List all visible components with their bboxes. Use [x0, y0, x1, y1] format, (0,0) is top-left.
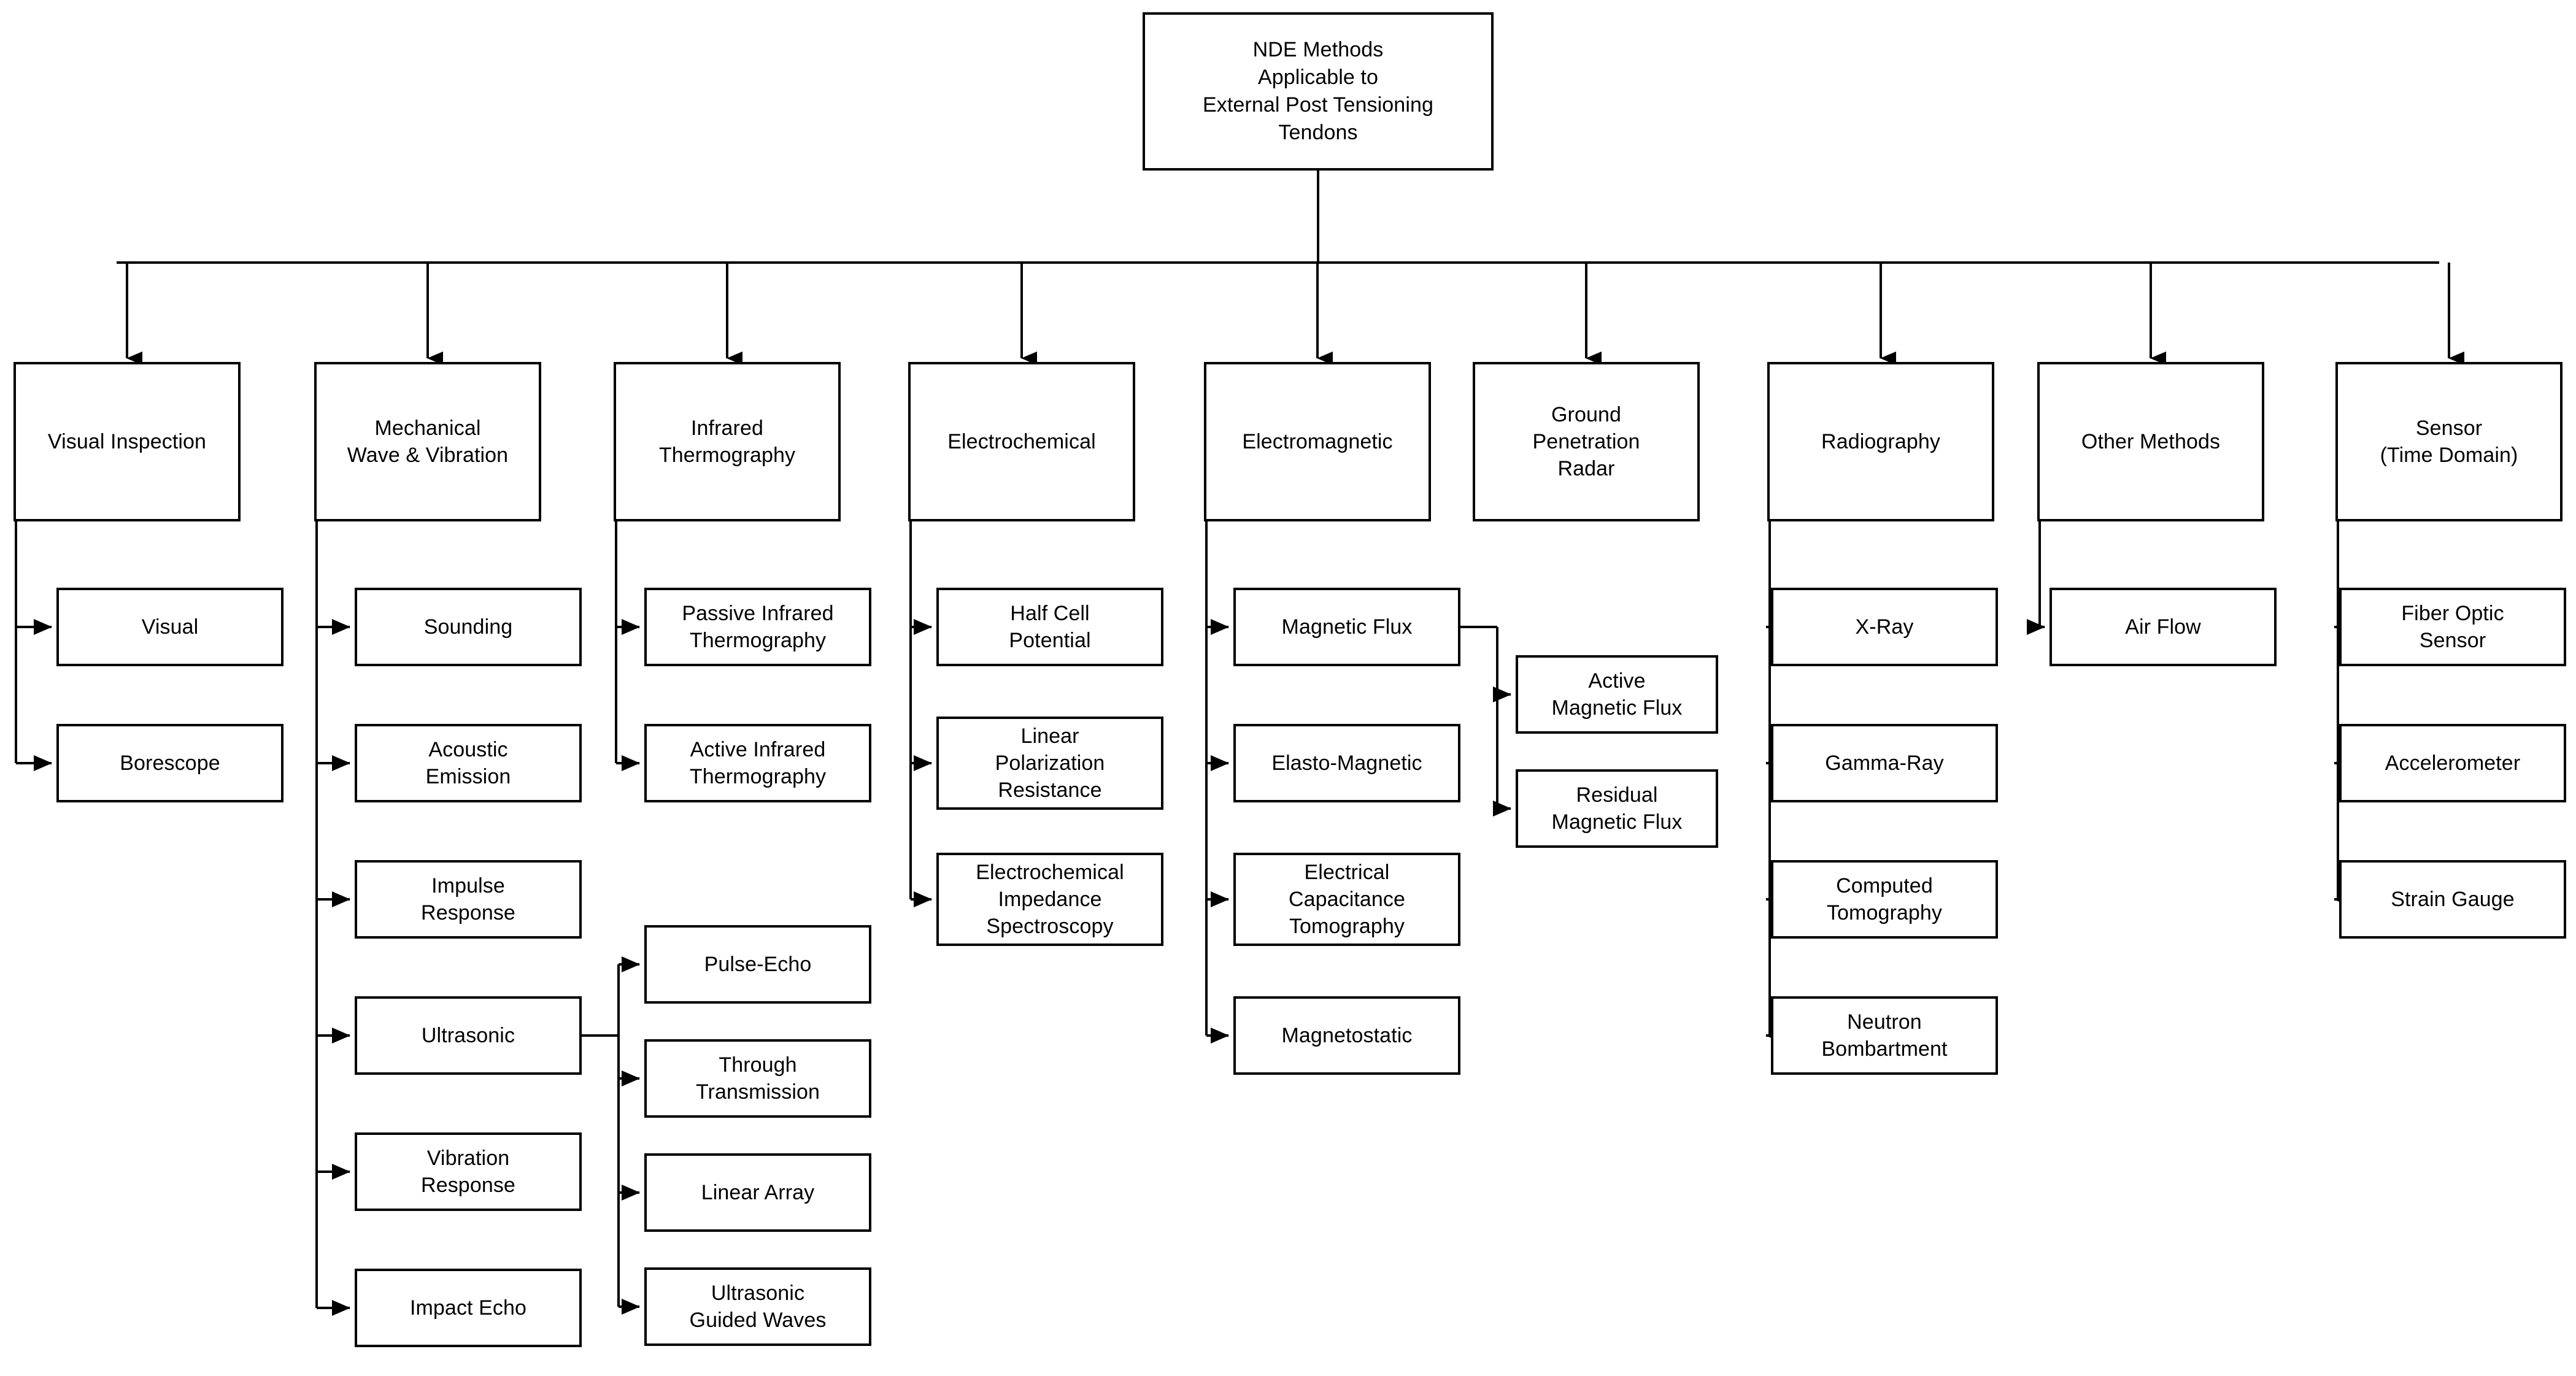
- node-fiber-optic-sensor[interactable]: Fiber Optic Sensor: [2339, 588, 2566, 666]
- node-label-infrared-thermography: Infrared Thermography: [658, 416, 796, 467]
- node-neutron-bombartment[interactable]: Neutron Bombartment: [1771, 996, 1998, 1075]
- node-label-strain-gauge: Strain Gauge: [2391, 887, 2515, 911]
- node-label-electromagnetic: Electromagnetic: [1242, 429, 1393, 453]
- node-strain-gauge[interactable]: Strain Gauge: [2339, 860, 2566, 939]
- node-active-infrared-thermography[interactable]: Active Infrared Thermography: [644, 724, 871, 802]
- node-label-vibration-response: Vibration Response: [421, 1146, 515, 1197]
- node-linear-array[interactable]: Linear Array: [644, 1153, 871, 1232]
- node-label-borescope: Borescope: [120, 751, 220, 775]
- node-residual-magnetic-flux[interactable]: Residual Magnetic Flux: [1516, 769, 1718, 848]
- node-visual-inspection[interactable]: Visual Inspection: [13, 362, 241, 521]
- node-impulse-response[interactable]: Impulse Response: [355, 860, 582, 939]
- node-label-active-magnetic-flux: Active Magnetic Flux: [1551, 669, 1683, 720]
- node-label-electrochemical: Electrochemical: [947, 429, 1096, 453]
- node-label-ultrasonic: Ultrasonic: [421, 1023, 515, 1047]
- node-electrochemical[interactable]: Electrochemical: [908, 362, 1135, 521]
- node-label-passive-infrared-thermography: Passive Infrared Thermography: [682, 601, 834, 652]
- node-label-impulse-response: Impulse Response: [421, 874, 515, 924]
- node-label-ultrasonic-guided-waves: Ultrasonic Guided Waves: [689, 1281, 827, 1332]
- node-label-active-infrared-thermography: Active Infrared Thermography: [689, 737, 827, 788]
- node-label-visual: Visual: [141, 615, 199, 639]
- node-label-gamma-ray: Gamma-Ray: [1825, 751, 1944, 775]
- node-linear-polarization-resistance[interactable]: Linear Polarization Resistance: [936, 717, 1163, 810]
- node-label-acoustic-emission: Acoustic Emission: [425, 737, 511, 788]
- node-label-sounding: Sounding: [423, 615, 513, 639]
- node-label-visual-inspection: Visual Inspection: [47, 429, 207, 453]
- node-label-electrical-capacitance-tomography: Electrical Capacitance Tomography: [1288, 860, 1406, 939]
- node-label-neutron-bombartment: Neutron Bombartment: [1821, 1010, 1948, 1061]
- node-label-pulse-echo: Pulse-Echo: [704, 952, 812, 976]
- node-accelerometer[interactable]: Accelerometer: [2339, 724, 2566, 802]
- node-label-through-transmission: Through Transmission: [695, 1053, 820, 1104]
- node-label-air-flow: Air Flow: [2125, 615, 2201, 639]
- node-impact-echo[interactable]: Impact Echo: [355, 1269, 582, 1347]
- node-electrical-capacitance-tomography[interactable]: Electrical Capacitance Tomography: [1233, 853, 1460, 946]
- node-label-x-ray: X-Ray: [1855, 615, 1914, 639]
- node-mechanical-wave-vibration[interactable]: Mechanical Wave & Vibration: [314, 362, 541, 521]
- node-through-transmission[interactable]: Through Transmission: [644, 1039, 871, 1118]
- node-air-flow[interactable]: Air Flow: [2050, 588, 2277, 666]
- node-label-radiography: Radiography: [1821, 429, 1940, 453]
- node-label-root: NDE Methods Applicable to External Post …: [1202, 38, 1433, 144]
- node-infrared-thermography[interactable]: Infrared Thermography: [614, 362, 841, 521]
- node-root[interactable]: NDE Methods Applicable to External Post …: [1143, 12, 1494, 171]
- node-label-impact-echo: Impact Echo: [409, 1296, 527, 1320]
- node-electromagnetic[interactable]: Electromagnetic: [1204, 362, 1431, 521]
- node-elasto-magnetic[interactable]: Elasto-Magnetic: [1233, 724, 1460, 802]
- node-borescope[interactable]: Borescope: [56, 724, 283, 802]
- node-label-other-methods: Other Methods: [2081, 429, 2221, 453]
- node-ground-penetration-radar[interactable]: Ground Penetration Radar: [1473, 362, 1700, 521]
- node-passive-infrared-thermography[interactable]: Passive Infrared Thermography: [644, 588, 871, 666]
- node-sounding[interactable]: Sounding: [355, 588, 582, 666]
- node-vibration-response[interactable]: Vibration Response: [355, 1132, 582, 1211]
- node-radiography[interactable]: Radiography: [1767, 362, 1994, 521]
- node-sensor-time-domain[interactable]: Sensor (Time Domain): [2335, 362, 2563, 521]
- node-label-magnetostatic: Magnetostatic: [1281, 1023, 1413, 1047]
- node-label-accelerometer: Accelerometer: [2385, 751, 2521, 775]
- node-ultrasonic[interactable]: Ultrasonic: [355, 996, 582, 1075]
- node-electrochemical-impedance-spectroscopy[interactable]: Electrochemical Impedance Spectroscopy: [936, 853, 1163, 946]
- node-pulse-echo[interactable]: Pulse-Echo: [644, 925, 871, 1004]
- node-computed-tomography[interactable]: Computed Tomography: [1771, 860, 1998, 939]
- node-magnetic-flux[interactable]: Magnetic Flux: [1233, 588, 1460, 666]
- node-acoustic-emission[interactable]: Acoustic Emission: [355, 724, 582, 802]
- node-label-computed-tomography: Computed Tomography: [1826, 874, 1943, 924]
- node-gamma-ray[interactable]: Gamma-Ray: [1771, 724, 1998, 802]
- node-label-fiber-optic-sensor: Fiber Optic Sensor: [2401, 601, 2504, 652]
- node-other-methods[interactable]: Other Methods: [2037, 362, 2264, 521]
- node-ultrasonic-guided-waves[interactable]: Ultrasonic Guided Waves: [644, 1267, 871, 1346]
- node-label-ground-penetration-radar: Ground Penetration Radar: [1532, 402, 1640, 481]
- node-active-magnetic-flux[interactable]: Active Magnetic Flux: [1516, 655, 1718, 734]
- node-label-linear-polarization-resistance: Linear Polarization Resistance: [995, 724, 1105, 802]
- node-magnetostatic[interactable]: Magnetostatic: [1233, 996, 1460, 1075]
- node-label-mechanical-wave-vibration: Mechanical Wave & Vibration: [347, 416, 509, 467]
- node-label-electrochemical-impedance-spectroscopy: Electrochemical Impedance Spectroscopy: [976, 860, 1124, 939]
- node-label-linear-array: Linear Array: [701, 1180, 815, 1204]
- node-label-sensor-time-domain: Sensor (Time Domain): [2380, 416, 2518, 467]
- node-label-elasto-magnetic: Elasto-Magnetic: [1271, 751, 1422, 775]
- node-label-half-cell-potential: Half Cell Potential: [1009, 601, 1091, 652]
- node-half-cell-potential[interactable]: Half Cell Potential: [936, 588, 1163, 666]
- node-x-ray[interactable]: X-Ray: [1771, 588, 1998, 666]
- node-label-residual-magnetic-flux: Residual Magnetic Flux: [1551, 783, 1683, 834]
- node-visual[interactable]: Visual: [56, 588, 283, 666]
- node-label-magnetic-flux: Magnetic Flux: [1281, 615, 1413, 639]
